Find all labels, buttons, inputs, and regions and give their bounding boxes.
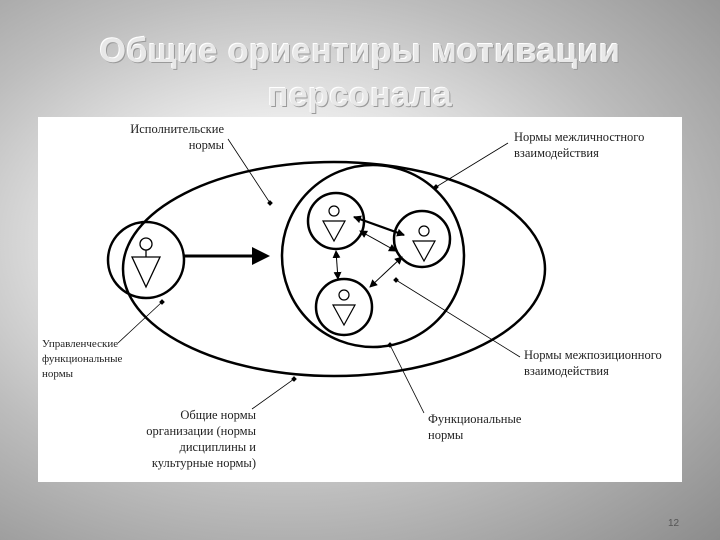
employee-person-icon-3	[331, 289, 357, 327]
employee-person-icon-2	[411, 225, 437, 263]
diagram-panel: Исполнительские нормы Нормы межличностно…	[38, 117, 682, 482]
label-functional-norms: Функциональные нормы	[428, 412, 522, 442]
employee-person-icon-1	[321, 205, 347, 243]
manager-person-icon	[130, 237, 162, 289]
group-circle	[280, 163, 466, 349]
interaction-arrow-1-2b	[359, 230, 397, 252]
interaction-arrow-1-3	[332, 250, 342, 280]
slide-title-line-2: персонала	[267, 76, 453, 114]
interaction-arrow-2-3	[369, 256, 403, 288]
label-general-norms: Общие нормы организации (нормы дисциплин…	[146, 408, 256, 470]
label-managerial-norms: Управленческие функциональные нормы	[42, 338, 123, 380]
label-interpositional-norms: Нормы межпозиционного взаимодействия	[524, 348, 662, 378]
employee-circle-3	[314, 277, 374, 337]
leader-dots	[159, 184, 439, 382]
leader-lines	[117, 138, 521, 414]
organization-ellipse	[121, 160, 547, 378]
motivation-norms-diagram	[106, 138, 547, 414]
manager-circle	[106, 220, 186, 300]
page-number: 12	[668, 518, 680, 529]
slide-title-line-1: Общие ориентиры мотивации	[99, 32, 621, 70]
label-executive-norms: Исполнительские нормы	[130, 122, 224, 152]
label-interpersonal-norms: Нормы межличностного взаимодействия	[514, 130, 645, 160]
